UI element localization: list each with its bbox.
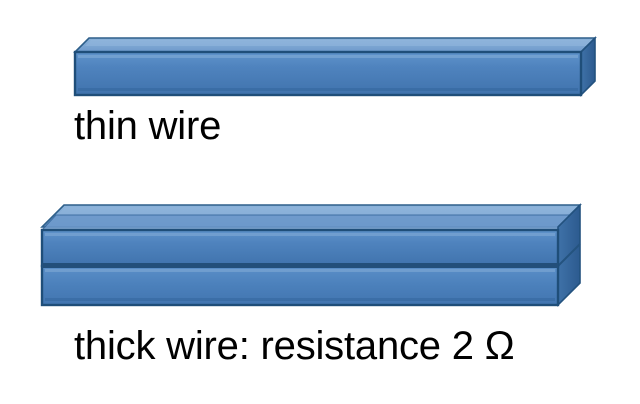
- thick-wire-segment-divider: [42, 263, 558, 268]
- thick-wire-side-seam: [557, 243, 581, 267]
- thick-wire-top-seam-band: [40, 214, 579, 231]
- thin-wire-label: thin wire: [74, 104, 222, 148]
- thick-wire-upper-bevel-highlight: [45, 233, 555, 236]
- thick-wire-shape: [40, 203, 582, 307]
- thick-wire-lower-bevel-highlight: [45, 269, 555, 272]
- thick-wire-label: thick wire: resistance 2 Ω: [74, 324, 515, 368]
- thin-wire-shape: [73, 36, 597, 97]
- thick-wire-top-highlight: [56, 207, 577, 215]
- thin-wire-top-highlight: [85, 40, 592, 46]
- thin-wire-front-face: [73, 50, 583, 97]
- thin-wire-front-bevel-highlight: [78, 55, 578, 58]
- thin-wire-front-bevel-shadow: [78, 88, 578, 91]
- thick-wire-lower-bevel-shadow: [45, 298, 555, 301]
